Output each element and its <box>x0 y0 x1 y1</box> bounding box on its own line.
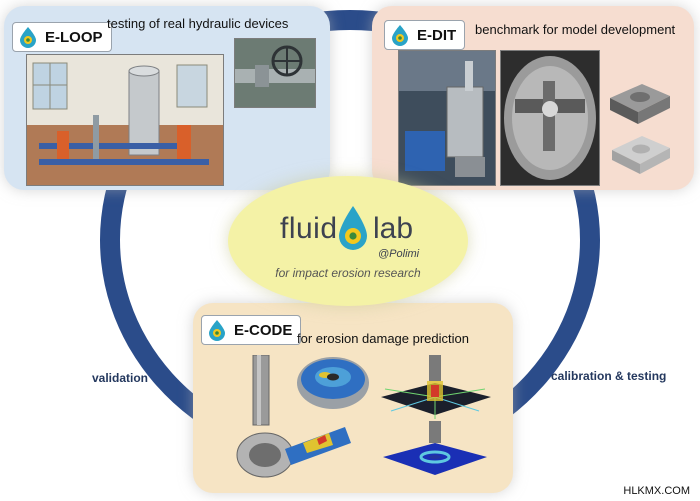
droplet-icon <box>20 27 36 48</box>
panel-ecode: E-CODE for erosion damage prediction <box>193 303 513 493</box>
fluidlab-logo-ellipse: fluid lab @Polimi for impact erosion res… <box>228 176 468 306</box>
panel-eloop: E-LOOP testing of real hydraulic devices <box>4 6 330 190</box>
eloop-badge: E-LOOP <box>12 22 112 52</box>
center-caption: for impact erosion research <box>275 266 421 280</box>
validation-label: validation <box>92 371 149 385</box>
calibration-testing-label: calibration & testing <box>551 369 667 383</box>
test-rig-photo <box>398 50 496 186</box>
impeller-simulation-render <box>295 353 371 416</box>
edit-caption: benchmark for model development <box>475 22 676 37</box>
edit-badge: E-DIT <box>384 20 466 50</box>
ecode-badge: E-CODE <box>201 315 302 345</box>
droplet-icon <box>392 25 408 46</box>
droplet-icon <box>339 206 367 250</box>
logo-text-lab: lab <box>373 212 414 245</box>
ecode-caption: for erosion damage prediction <box>297 331 469 346</box>
eloop-badge-label: E-LOOP <box>45 28 103 46</box>
jet-flow-simulation-render <box>381 353 491 428</box>
eloop-caption: testing of real hydraulic devices <box>107 16 289 31</box>
valve-photo <box>234 38 316 108</box>
erosion-map-render <box>383 421 487 484</box>
edit-badge-label: E-DIT <box>417 26 457 44</box>
watermark: HLKMX.COM <box>623 485 690 497</box>
panel-edit: E-DIT benchmark for model development <box>372 6 694 190</box>
ecode-badge-label: E-CODE <box>234 321 293 339</box>
eroded-sample-bottom <box>608 132 674 187</box>
logo-subtitle: @Polimi <box>378 248 420 260</box>
droplet-icon <box>209 320 225 341</box>
logo-text-fluid: fluid <box>280 212 338 245</box>
eroded-sample-top <box>604 80 674 137</box>
hydraulic-loop-photo <box>26 54 224 186</box>
valve-simulation-render <box>233 354 353 494</box>
chamber-photo <box>500 50 600 186</box>
